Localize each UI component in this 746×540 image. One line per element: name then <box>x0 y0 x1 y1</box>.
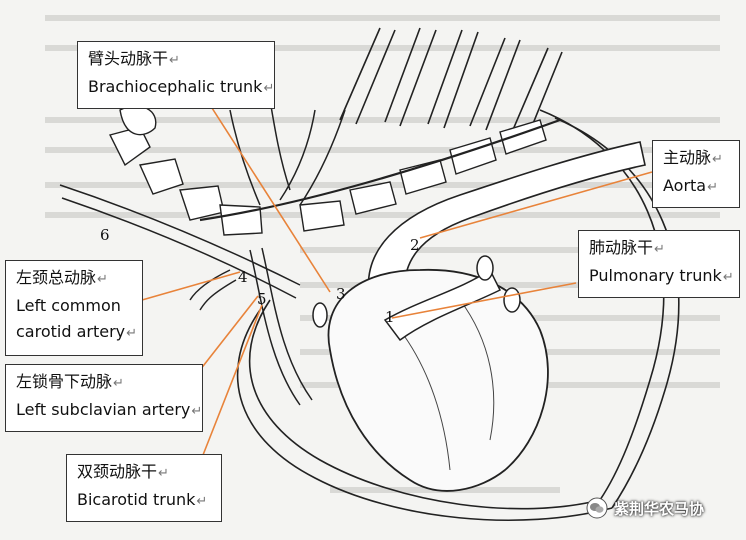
paragraph-mark: ↵ <box>722 270 734 285</box>
label-en: Brachiocephalic trunk <box>88 77 263 96</box>
paragraph-mark: ↵ <box>654 242 665 257</box>
paragraph-mark: ↵ <box>263 81 275 96</box>
paragraph-mark: ↵ <box>169 53 180 68</box>
label-en: Aorta <box>663 176 707 195</box>
watermark: 紫荆华农马协 <box>586 497 704 519</box>
label-brachiocephalic-trunk: 臂头动脉干↵ Brachiocephalic trunk↵ <box>77 41 275 109</box>
label-zh: 左锁骨下动脉 <box>16 372 113 391</box>
label-zh: 双颈动脉干 <box>77 462 158 481</box>
label-pulmonary-trunk: 肺动脉干↵ Pulmonary trunk↵ <box>578 230 740 298</box>
paragraph-mark: ↵ <box>712 152 723 167</box>
leader-left-common-carotid <box>141 271 241 301</box>
paragraph-mark: ↵ <box>158 466 169 481</box>
figure-number-6: 6 <box>100 226 110 244</box>
spine-line <box>199 118 561 222</box>
vertebrae <box>108 105 547 236</box>
label-zh: 臂头动脉干 <box>88 49 169 68</box>
label-zh: 肺动脉干 <box>589 238 654 257</box>
label-left-common-carotid-artery: 左颈总动脉↵ Left common carotid artery↵ <box>5 260 143 356</box>
paragraph-mark: ↵ <box>191 404 203 419</box>
label-en: Left common <box>16 296 121 315</box>
figure-number-3: 3 <box>336 285 346 303</box>
leader-lines <box>141 107 653 456</box>
label-en: Pulmonary trunk <box>589 266 722 285</box>
leader-brachiocephalic <box>211 107 331 293</box>
label-aorta: 主动脉↵ Aorta↵ <box>652 140 740 208</box>
label-en: carotid artery <box>16 322 126 341</box>
figure-number-4: 4 <box>238 268 248 286</box>
wechat-icon <box>586 497 608 519</box>
heart <box>327 268 549 492</box>
pulmonary-vessel <box>312 255 521 342</box>
label-zh: 主动脉 <box>663 148 712 167</box>
neck-vessels <box>59 99 346 406</box>
paragraph-mark: ↵ <box>126 326 138 341</box>
figure-number-5: 5 <box>257 290 267 308</box>
label-bicarotid-trunk: 双颈动脉干↵ Bicarotid trunk↵ <box>66 454 222 522</box>
label-zh: 左颈总动脉 <box>16 268 97 287</box>
leader-pulmonary <box>391 282 577 319</box>
label-en: Bicarotid trunk <box>77 490 196 509</box>
figure-number-1: 1 <box>385 308 395 326</box>
paragraph-mark: ↵ <box>707 180 719 195</box>
aorta-vessel <box>367 141 646 301</box>
paragraph-mark: ↵ <box>113 376 124 391</box>
watermark-text: 紫荆华农马协 <box>614 499 705 518</box>
leader-aorta <box>419 171 653 239</box>
leader-left-subclavian <box>199 295 259 371</box>
paragraph-mark: ↵ <box>196 494 208 509</box>
label-en: Left subclavian artery <box>16 400 191 419</box>
leader-bicarotid <box>202 304 263 456</box>
figure-number-2: 2 <box>410 236 420 254</box>
label-left-subclavian-artery: 左锁骨下动脉↵ Left subclavian artery↵ <box>5 364 203 432</box>
paragraph-mark: ↵ <box>97 272 108 287</box>
